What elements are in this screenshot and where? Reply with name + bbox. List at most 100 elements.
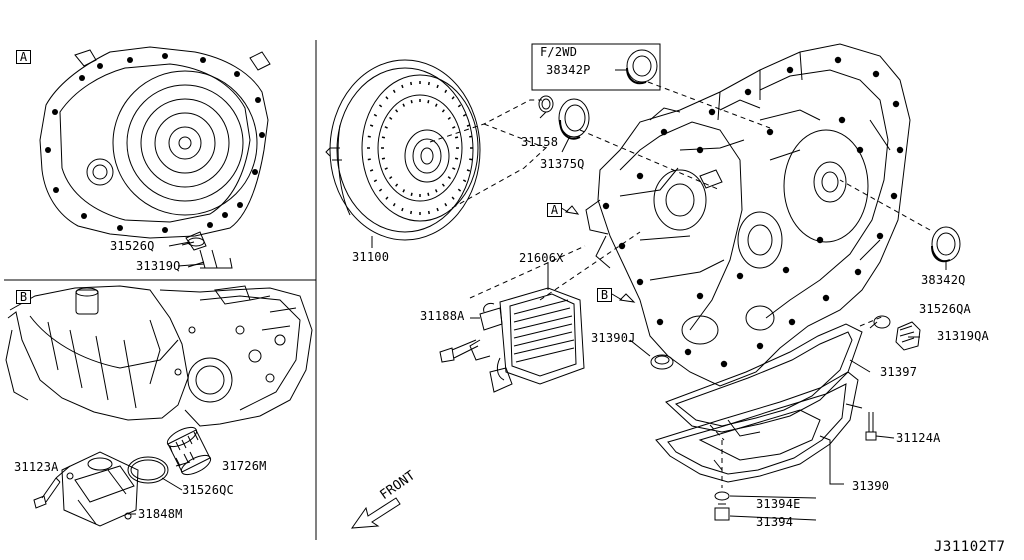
case-bolt (854, 268, 862, 276)
converter-vane (374, 115, 377, 117)
converter-vane (463, 115, 466, 117)
label-31394E: 31394E (756, 497, 801, 511)
seal-38342Q (932, 227, 960, 261)
converter-vane (394, 90, 396, 93)
converter-vane (390, 117, 392, 119)
converter-vane (452, 127, 455, 128)
converter-vane (368, 136, 371, 137)
case-bolt (766, 128, 774, 136)
converter-vane (452, 97, 454, 99)
converter-vane (374, 180, 377, 182)
converter-vane (403, 189, 404, 192)
converter-vane (455, 137, 458, 138)
case-bolt (736, 272, 744, 280)
converter-vane (458, 105, 460, 107)
case-bolt (892, 100, 900, 108)
case-bolt (636, 278, 644, 286)
label-21606X: 21606X (519, 251, 564, 265)
converter-vane (428, 193, 429, 196)
transmission-case (586, 44, 910, 386)
converter-vane (385, 127, 388, 128)
case-bolt (822, 294, 830, 302)
label-31123A: 31123A (14, 460, 59, 474)
o-ring-31526QC (128, 457, 168, 483)
oil-cooler (470, 288, 584, 392)
converter-vane (437, 85, 438, 88)
case-bolt (856, 146, 864, 154)
converter-vane (467, 170, 470, 171)
bolt-31188A (440, 340, 478, 362)
converter-vane (445, 203, 447, 206)
converter-vane (379, 105, 381, 107)
diagram-reference: J31102T7 (934, 539, 1006, 555)
converter-vane (436, 104, 437, 107)
converter-vane (448, 117, 450, 119)
oil-filter (165, 423, 214, 478)
case-bolt (602, 202, 610, 210)
converter-vane (403, 104, 404, 107)
converter-vane (437, 208, 438, 211)
label-38342P: 38342P (546, 63, 591, 77)
converter-vane (442, 184, 444, 186)
case-bolt (782, 266, 790, 274)
case-bolt (816, 236, 824, 244)
seal-38342P (627, 50, 657, 83)
converter-vane (379, 189, 381, 191)
converter-vane (402, 85, 403, 88)
case-bolt (834, 56, 842, 64)
converter-vane (402, 208, 403, 211)
converter-vane (428, 100, 429, 103)
section-b-box: B (16, 290, 31, 304)
converter-vane (452, 197, 454, 199)
label-31526QC: 31526QC (182, 483, 234, 497)
converter-vane (455, 158, 458, 159)
case-bolt (788, 318, 796, 326)
bolt-31123A (34, 478, 60, 508)
label-31397: 31397 (880, 365, 918, 379)
housing-side-view (6, 286, 312, 426)
label-31526QA: 31526QA (919, 302, 971, 316)
converter-vane (396, 184, 398, 186)
label-31390J: 31390J (591, 331, 636, 345)
plug-31390J (651, 355, 673, 369)
label-31124A: 31124A (896, 431, 941, 445)
converter-vane (429, 82, 430, 85)
label-31319QA: 31319QA (937, 329, 989, 343)
torque-converter (326, 60, 480, 240)
case-bolt (660, 128, 668, 136)
case-bolt (786, 66, 794, 74)
case-bolt (636, 172, 644, 180)
converter-vane (411, 82, 412, 85)
section-a-box: A (16, 50, 31, 64)
converter-vane (386, 197, 388, 199)
label-f2wd: F/2WD (540, 45, 578, 59)
assembly-lines (430, 82, 930, 488)
converter-vane (436, 189, 437, 192)
case-bolt (696, 292, 704, 300)
case-bolt (720, 360, 728, 368)
label-31319Q: 31319Q (136, 259, 181, 273)
front-arrow (352, 498, 400, 528)
converter-vane (386, 97, 388, 99)
converter-vane (390, 177, 392, 179)
plug-31394 (715, 504, 729, 520)
callout-b-box: B (597, 288, 612, 302)
converter-vane (394, 203, 396, 206)
converter-vane (382, 137, 385, 138)
label-31726M: 31726M (222, 459, 267, 473)
housing-front-view (40, 47, 270, 268)
converter-vane (411, 193, 412, 196)
converter-vane (411, 211, 412, 214)
label-31848M: 31848M (138, 507, 183, 521)
callout-a-box: A (547, 203, 562, 217)
label-31188A: 31188A (420, 309, 465, 323)
case-bolt (684, 348, 692, 356)
case-bolt (896, 146, 904, 154)
filter-cover (62, 452, 138, 526)
case-bolt (708, 108, 716, 116)
case-bolt (696, 146, 704, 154)
converter-vane (429, 211, 430, 214)
converter-vane (445, 90, 447, 93)
